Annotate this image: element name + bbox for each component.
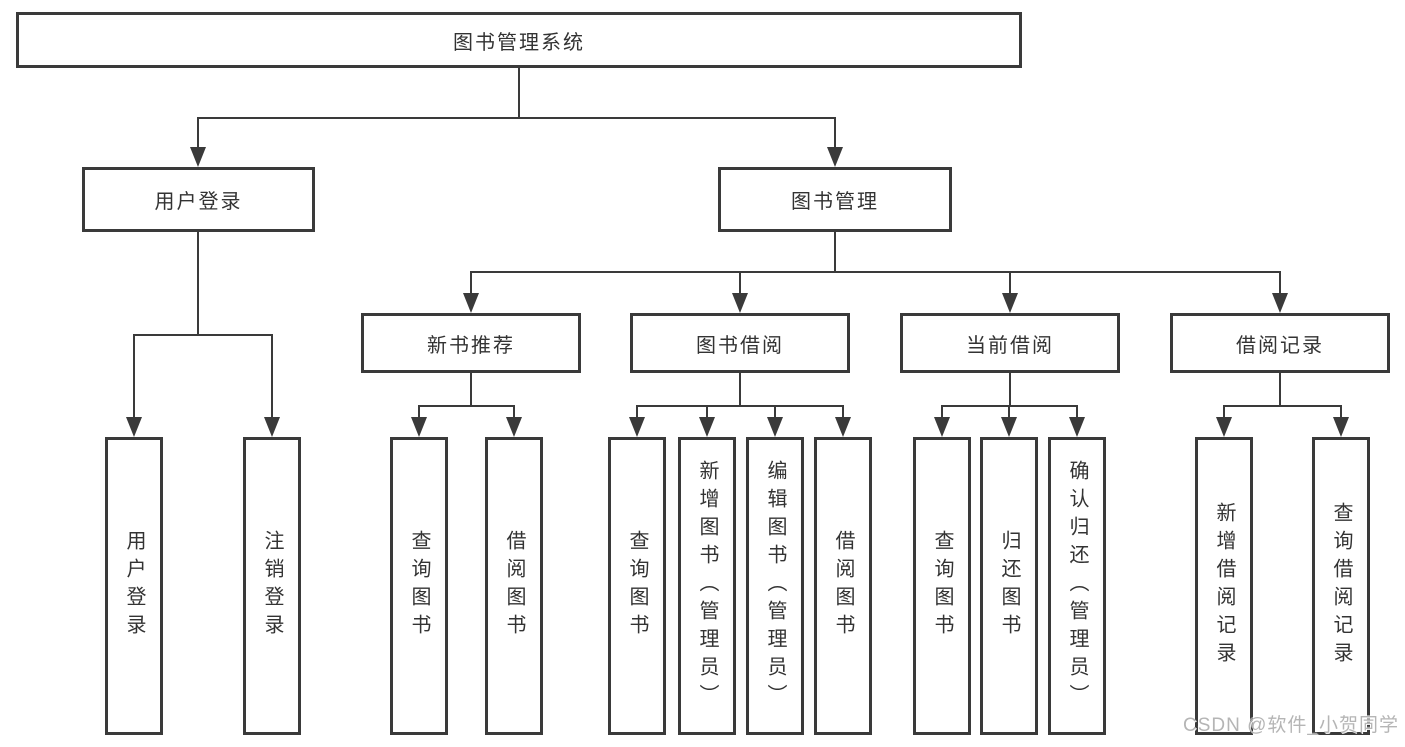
arrow-down-icon <box>1216 417 1232 437</box>
arrow-down-icon <box>827 147 843 167</box>
leaf-confirm-return-admin-label: 确认归还（管理员） <box>1066 460 1088 712</box>
arrow-down-icon <box>126 417 142 437</box>
connector-line <box>941 405 943 419</box>
csdn-watermark: CSDN @软件_小贺同学 <box>1183 715 1399 736</box>
leaf-query-books-current-label: 查询图书 <box>931 530 953 642</box>
leaf-query-borrow-record: 查询借阅记录 <box>1312 437 1370 735</box>
node-borrowing-records-label: 借阅记录 <box>1236 334 1324 357</box>
arrow-down-icon <box>934 417 950 437</box>
connector-line <box>518 68 520 118</box>
node-borrowing-records: 借阅记录 <box>1170 313 1390 373</box>
leaf-add-books-admin-label: 新增图书（管理员） <box>696 460 718 712</box>
connector-line <box>1223 405 1225 419</box>
connector-line <box>197 117 199 149</box>
node-current-borrowing: 当前借阅 <box>900 313 1120 373</box>
leaf-add-borrow-record-label: 新增借阅记录 <box>1213 502 1235 670</box>
connector-line <box>133 334 273 336</box>
connector-line <box>418 405 515 407</box>
leaf-query-books-borrowing: 查询图书 <box>608 437 666 735</box>
leaf-add-borrow-record: 新增借阅记录 <box>1195 437 1253 735</box>
leaf-query-books-current: 查询图书 <box>913 437 971 735</box>
connector-line <box>1223 405 1342 407</box>
arrow-down-icon <box>463 293 479 313</box>
connector-line <box>197 117 836 119</box>
leaf-edit-books-admin: 编辑图书（管理员） <box>746 437 804 735</box>
node-user-login-label: 用户登录 <box>154 191 243 213</box>
connector-line <box>513 405 515 419</box>
arrow-down-icon <box>767 417 783 437</box>
connector-line <box>1009 373 1011 407</box>
leaf-query-borrow-record-label: 查询借阅记录 <box>1330 502 1352 670</box>
node-book-management-label: 图书管理 <box>791 191 879 213</box>
arrow-down-icon <box>1333 417 1349 437</box>
leaf-logout-label: 注销登录 <box>261 530 283 642</box>
connector-line <box>774 405 776 419</box>
arrow-down-icon <box>264 417 280 437</box>
arrow-down-icon <box>699 417 715 437</box>
leaf-logout: 注销登录 <box>243 437 301 735</box>
connector-line <box>1279 373 1281 407</box>
connector-line <box>1008 405 1010 419</box>
node-new-book-recommend: 新书推荐 <box>361 313 581 373</box>
connector-line <box>1340 405 1342 419</box>
arrow-down-icon <box>732 293 748 313</box>
connector-line <box>834 117 836 149</box>
arrow-down-icon <box>1272 293 1288 313</box>
node-root-label: 图书管理系统 <box>453 31 585 54</box>
node-root-system: 图书管理系统 <box>16 12 1022 68</box>
node-book-management: 图书管理 <box>718 167 952 232</box>
connector-line <box>470 271 472 295</box>
leaf-confirm-return-admin: 确认归还（管理员） <box>1048 437 1106 735</box>
leaf-borrow-books-label: 借阅图书 <box>832 530 854 642</box>
arrow-down-icon <box>835 417 851 437</box>
node-current-borrowing-label: 当前借阅 <box>966 334 1054 357</box>
arrow-down-icon <box>411 417 427 437</box>
connector-line <box>418 405 420 419</box>
node-user-login: 用户登录 <box>82 167 315 232</box>
arrow-down-icon <box>629 417 645 437</box>
connector-line <box>133 334 135 419</box>
leaf-query-books-recommend: 查询图书 <box>390 437 448 735</box>
node-book-borrowing-label: 图书借阅 <box>696 334 784 357</box>
leaf-query-books-recommend-label: 查询图书 <box>408 530 430 642</box>
leaf-borrow-books-recommend-label: 借阅图书 <box>503 530 525 642</box>
arrow-down-icon <box>1002 293 1018 313</box>
connector-line <box>470 271 1281 273</box>
node-new-book-recommend-label: 新书推荐 <box>427 334 515 357</box>
connector-line <box>1009 271 1011 295</box>
connector-line <box>706 405 708 419</box>
arrow-down-icon <box>1069 417 1085 437</box>
arrow-down-icon <box>190 147 206 167</box>
leaf-borrow-books-recommend: 借阅图书 <box>485 437 543 735</box>
connector-line <box>1076 405 1078 419</box>
node-book-borrowing: 图书借阅 <box>630 313 850 373</box>
leaf-return-books-label: 归还图书 <box>998 530 1020 642</box>
connector-line <box>1279 271 1281 295</box>
connector-line <box>739 373 741 407</box>
leaf-user-login-label: 用户登录 <box>123 530 145 642</box>
leaf-query-books-borrowing-label: 查询图书 <box>626 530 648 642</box>
connector-line <box>271 334 273 419</box>
leaf-return-books: 归还图书 <box>980 437 1038 735</box>
arrow-down-icon <box>1001 417 1017 437</box>
connector-line <box>636 405 638 419</box>
leaf-add-books-admin: 新增图书（管理员） <box>678 437 736 735</box>
leaf-borrow-books: 借阅图书 <box>814 437 872 735</box>
connector-line <box>834 232 836 273</box>
leaf-edit-books-admin-label: 编辑图书（管理员） <box>764 460 786 712</box>
connector-line <box>842 405 844 419</box>
arrow-down-icon <box>506 417 522 437</box>
connector-line <box>636 405 844 407</box>
leaf-user-login: 用户登录 <box>105 437 163 735</box>
connector-line <box>739 271 741 295</box>
connector-line <box>197 232 199 336</box>
connector-line <box>470 373 472 407</box>
